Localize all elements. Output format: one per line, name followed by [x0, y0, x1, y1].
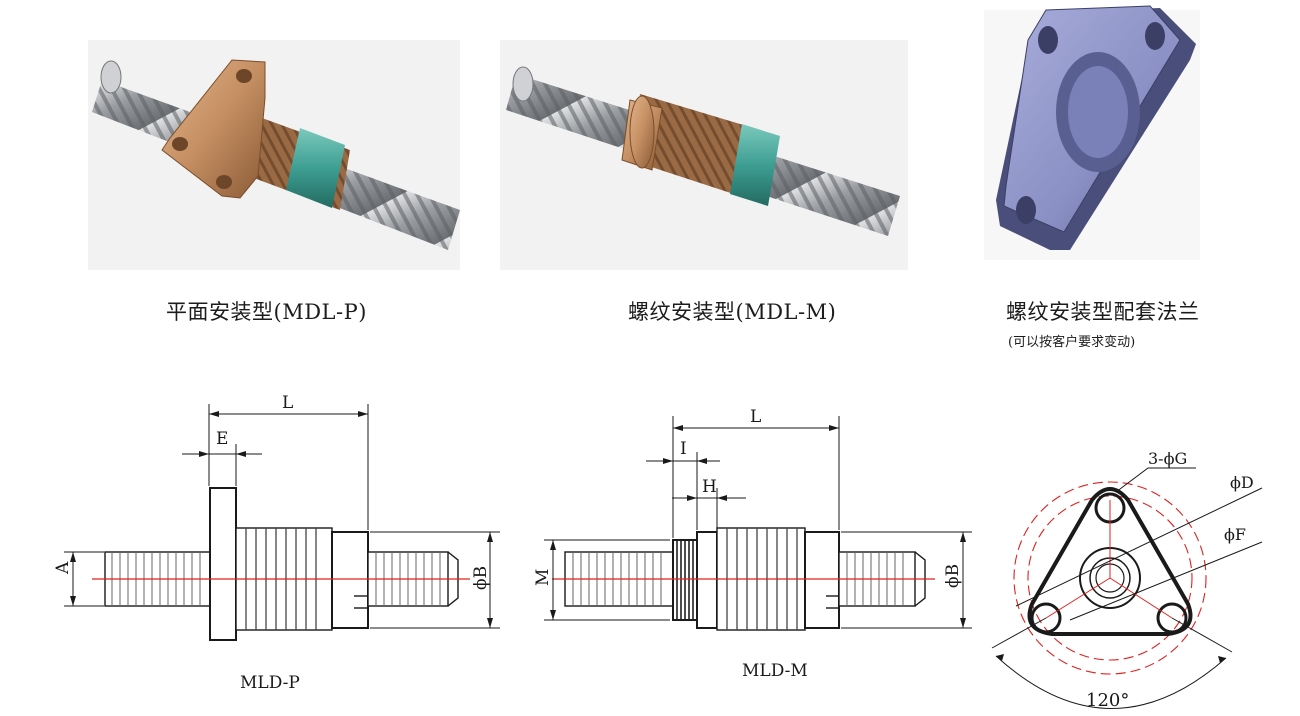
- flange-holes-label: 3-ϕG: [1148, 449, 1187, 468]
- caption-mdl-m: 螺纹安装型(MDL-M): [628, 300, 837, 324]
- caption-flange-note: (可以按客户要求变动): [1008, 335, 1136, 350]
- mld-p-dim-A: A: [53, 561, 73, 575]
- mld-p-dim-E: E: [216, 429, 228, 449]
- flange-dim-D: ϕD: [1230, 473, 1254, 492]
- mld-m-dim-L: L: [750, 407, 761, 427]
- drawing-flange: [991, 467, 1263, 709]
- mld-m-name: MLD-M: [742, 661, 808, 681]
- mld-m-dim-H: H: [702, 477, 717, 497]
- caption-flange: 螺纹安装型配套法兰: [1006, 300, 1200, 324]
- flange-dim-F: ϕF: [1224, 525, 1246, 544]
- caption-mdl-p: 平面安装型(MDL-P): [166, 300, 367, 324]
- mld-m-dim-I: I: [680, 439, 687, 459]
- mld-p-name: MLD-P: [240, 673, 300, 693]
- mld-m-dim-B: ϕB: [943, 564, 963, 588]
- render-mdl-p: [88, 40, 460, 270]
- mld-m-dim-M: M: [533, 569, 553, 586]
- flange-angle: 120°: [1086, 690, 1129, 711]
- drawing-mld-m: [544, 416, 972, 631]
- mld-p-dim-L: L: [282, 393, 293, 413]
- mld-p-dim-B: ϕB: [471, 566, 491, 590]
- render-flange: [984, 5, 1200, 260]
- render-mdl-m: [500, 40, 908, 270]
- drawing-mld-p: [64, 404, 500, 641]
